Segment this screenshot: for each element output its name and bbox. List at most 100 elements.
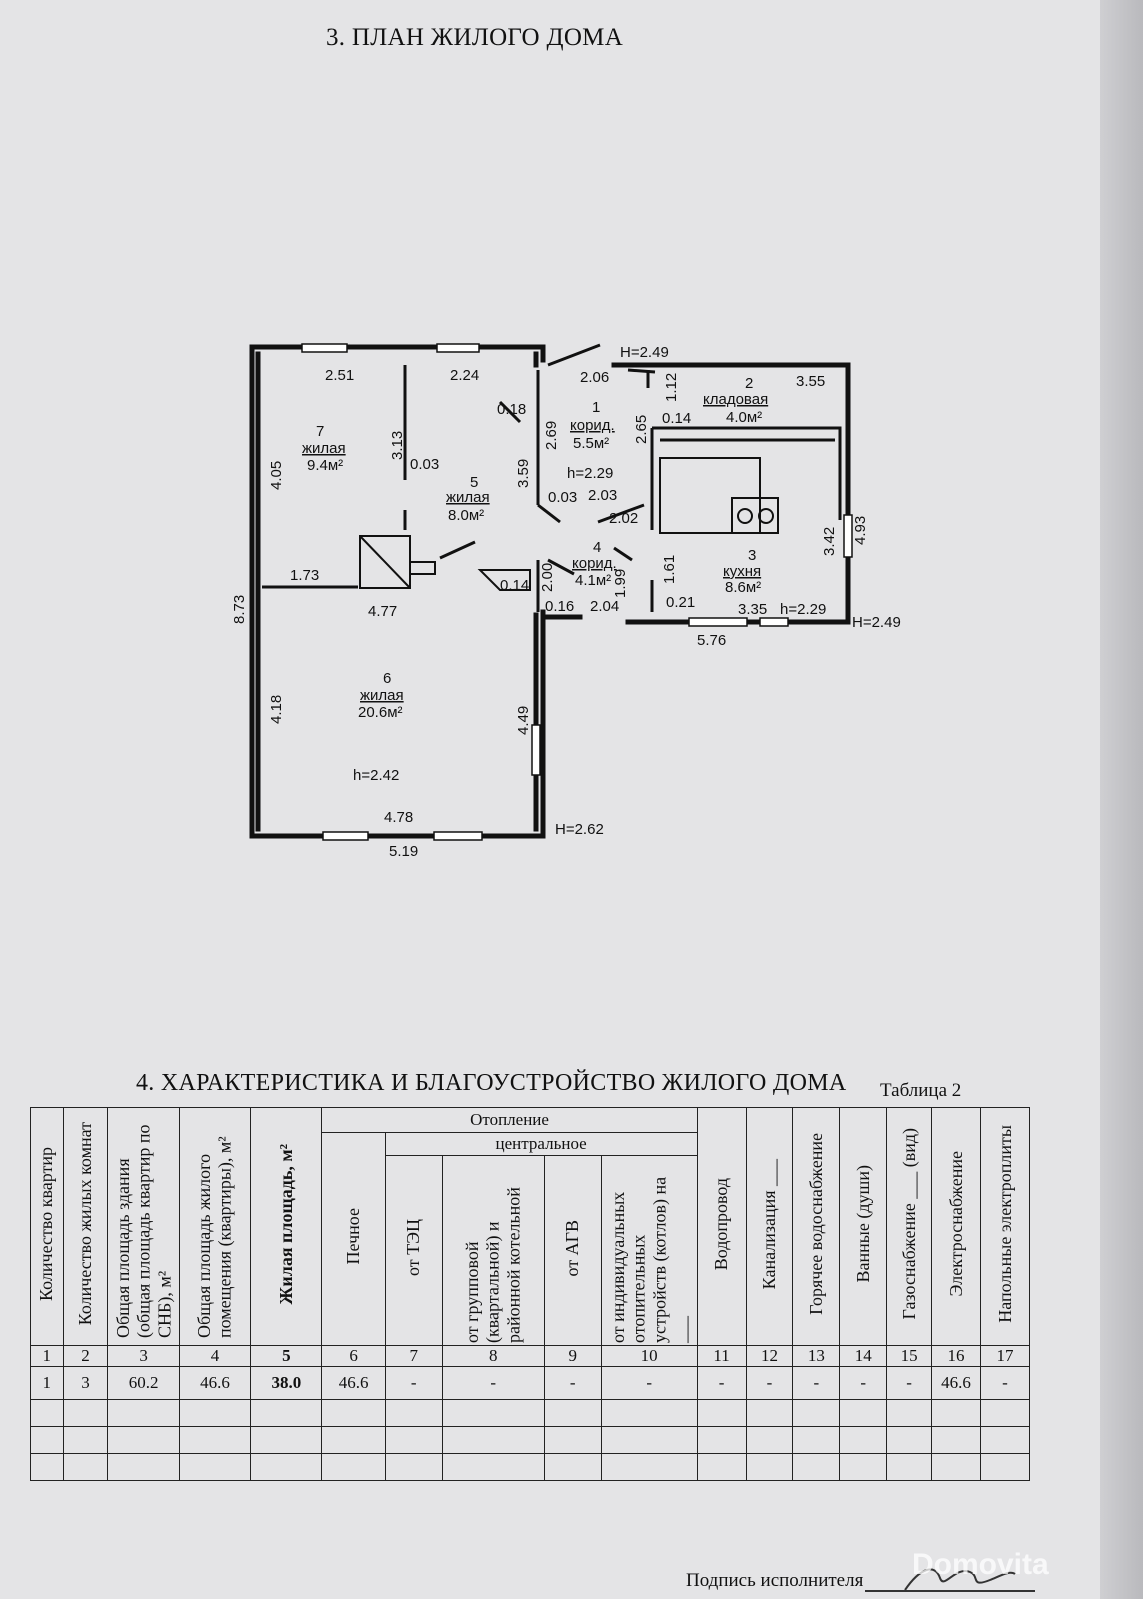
col-header-9: от АГВ [543, 1155, 602, 1346]
cell-value: - [384, 1366, 443, 1400]
kitchen-counter [659, 457, 761, 534]
plan-title: 3. ПЛАН ЖИЛОГО ДОМА [326, 24, 624, 51]
col-header-13: Горячее водоснабжение [792, 1107, 841, 1346]
table-label: Таблица 2 [880, 1080, 962, 1101]
height-label: h=2.29 [567, 465, 613, 482]
col-header-6: Печное [321, 1132, 386, 1346]
dim-label: 2.03 [588, 487, 617, 504]
dim-label: 3.35 [738, 601, 767, 618]
room-area-2: 4.0м² [726, 409, 762, 426]
room-num-1: 1 [592, 399, 600, 416]
table-row: 1 3 60.2 46.6 38.0 46.6 - - - - - - - - … [30, 1366, 1031, 1400]
window [688, 617, 748, 627]
inner-wall [652, 426, 842, 520]
col-number: 8 [441, 1345, 545, 1367]
stove-flue [409, 561, 436, 575]
dim-label: 4.18 [268, 695, 285, 724]
dim-label: 2.06 [580, 369, 609, 386]
col-number: 1 [30, 1345, 64, 1367]
dim-label: 1.99 [612, 569, 629, 598]
col-header-12: Канализация ___ [745, 1107, 794, 1346]
dim-label: 1.73 [290, 567, 319, 584]
signature-label: Подпись исполнителя [686, 1570, 864, 1591]
col-number: 9 [543, 1345, 602, 1367]
table-header-row-2: Печное центральное [31, 1132, 1030, 1346]
dim-label: 2.51 [325, 367, 354, 384]
inner-wall [439, 540, 476, 560]
room-num-7: 7 [316, 423, 324, 440]
col-header-7: от ТЭЦ [384, 1155, 443, 1346]
cell-value: - [600, 1366, 698, 1400]
col-header-2: Количество жилых комнат [62, 1107, 109, 1346]
room-area-4: 4.1м² [575, 572, 611, 589]
cell-value: 3 [62, 1366, 109, 1400]
cell-value: 46.6 [321, 1366, 386, 1400]
dim-label: 2.00 [539, 563, 556, 592]
table-row-empty [30, 1426, 1031, 1454]
col-number: 6 [321, 1345, 386, 1367]
window [531, 724, 541, 776]
col-number: 17 [979, 1345, 1031, 1367]
dim-label: 2.02 [609, 510, 638, 527]
col-number: 11 [696, 1345, 747, 1367]
room-num-2: 2 [745, 375, 753, 392]
col-header-16: Электроснабжение [931, 1107, 981, 1346]
room-area-3: 8.6м² [725, 579, 761, 596]
dim-label: 1.61 [661, 555, 678, 584]
dim-label: 1.12 [663, 373, 680, 402]
dim-label: 4.49 [515, 706, 532, 735]
col-number: 13 [792, 1345, 841, 1367]
cell-value: 46.6 [178, 1366, 252, 1400]
dim-label: 0.14 [500, 577, 529, 594]
window [759, 617, 789, 627]
window [433, 831, 483, 841]
col-number: 7 [384, 1345, 443, 1367]
inner-wall [498, 400, 522, 424]
col-header-11: Водопровод [696, 1107, 747, 1346]
room-num-5: 5 [470, 474, 478, 491]
table-header-row-1: Количество квартир Количество жилых комн… [30, 1107, 1031, 1346]
room-num-6: 6 [383, 670, 391, 687]
room-area-6: 20.6м² [358, 704, 403, 721]
col-number: 12 [745, 1345, 794, 1367]
room-area-7: 9.4м² [307, 457, 343, 474]
inner-wall [547, 343, 601, 367]
col-number: 2 [62, 1345, 109, 1367]
dim-label: 4.05 [268, 461, 285, 490]
characteristics-title: 4. ХАРАКТЕРИСТИКА И БЛАГОУСТРОЙСТВО ЖИЛО… [136, 1070, 847, 1096]
room-num-3: 3 [748, 547, 756, 564]
room-area-1: 5.5м² [573, 435, 609, 452]
room-name-1: корид. [570, 417, 615, 434]
col-header-8: от групповой (квартальной) и районной ко… [441, 1155, 545, 1346]
signature-scribble [904, 1568, 1016, 1591]
inner-wall [547, 558, 575, 576]
dim-label: 2.24 [450, 367, 479, 384]
height-label: H=2.49 [852, 614, 901, 631]
dim-label: 0.03 [410, 456, 439, 473]
window [436, 343, 480, 353]
col-number: 16 [931, 1345, 981, 1367]
dim-label: 2.69 [543, 421, 560, 450]
cell-value: - [839, 1366, 888, 1400]
col-header-1: Количество квартир [30, 1107, 64, 1346]
col-header-3: Общая площадь здания (общая площадь квар… [107, 1107, 180, 1346]
height-label: H=2.49 [620, 344, 669, 361]
room-area-5: 8.0м² [448, 507, 484, 524]
room-name-6: жилая [360, 687, 404, 704]
cell-value: 60.2 [107, 1366, 180, 1400]
cell-value: - [543, 1366, 602, 1400]
col-header-15: Газоснабжение ___ (вид) [886, 1107, 933, 1346]
room-name-3: кухня [723, 563, 761, 580]
stove-diagonal [359, 535, 411, 589]
col-number: 5 [250, 1345, 323, 1367]
cell-value: - [441, 1366, 545, 1400]
burner [758, 508, 774, 524]
outer-wall [533, 344, 546, 368]
col-number: 14 [839, 1345, 888, 1367]
col-header-14: Ванные (души) [839, 1107, 888, 1346]
dim-label: 3.55 [796, 373, 825, 390]
window [322, 831, 369, 841]
window [843, 514, 853, 558]
room-name-4: корид. [572, 555, 617, 572]
room-num-4: 4 [593, 539, 601, 556]
